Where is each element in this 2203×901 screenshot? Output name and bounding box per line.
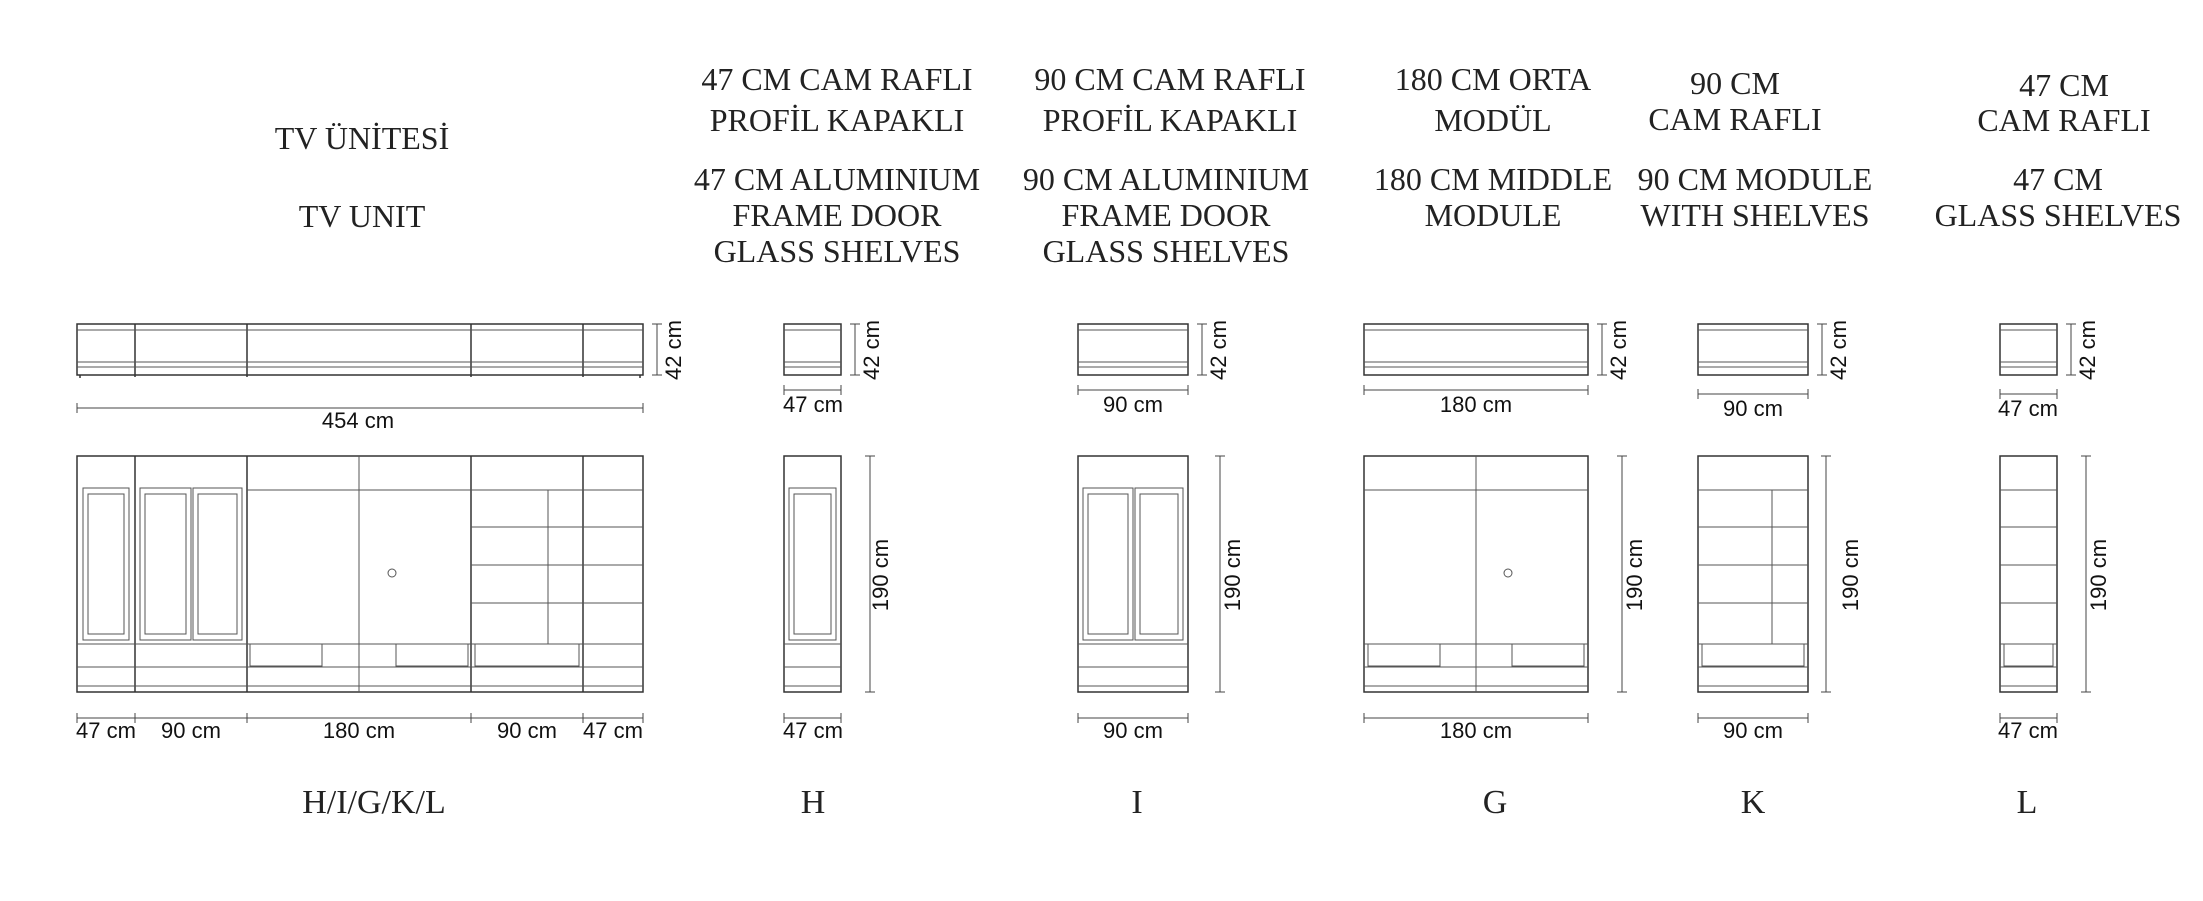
code-h: H bbox=[801, 784, 826, 821]
title-g-en-2: MODULE bbox=[1425, 197, 1562, 233]
titles: TV ÜNİTESİ TV UNIT 47 CM CAM RAFLI PROFİ… bbox=[275, 61, 2182, 269]
seg-width-3: 180 cm bbox=[323, 718, 395, 743]
seg-width-2: 90 cm bbox=[161, 718, 221, 743]
title-g-tr-2: MODÜL bbox=[1434, 102, 1551, 138]
front-view-g bbox=[1363, 455, 1589, 693]
front-width-i: 90 cm bbox=[1103, 718, 1163, 743]
title-g-tr-1: 180 CM ORTA bbox=[1395, 61, 1591, 97]
code-g: G bbox=[1483, 784, 1508, 821]
title-k-en-2: WITH SHELVES bbox=[1640, 197, 1869, 233]
top-width-i: 90 cm bbox=[1103, 392, 1163, 417]
top-width-h: 47 cm bbox=[783, 392, 843, 417]
seg-width-5: 47 cm bbox=[583, 718, 643, 743]
height-dimensions: 190 cm 190 cm 190 cm 190 cm 190 cm bbox=[865, 455, 2111, 693]
top-width-dimensions: 454 cm 47 cm 90 cm 180 cm 90 cm 47 cm bbox=[76, 385, 2058, 433]
title-l-en-2: GLASS SHELVES bbox=[1935, 197, 2182, 233]
front-view-i bbox=[1077, 455, 1189, 693]
height-label-k: 190 cm bbox=[1838, 539, 1863, 611]
height-label-g: 190 cm bbox=[1622, 539, 1647, 611]
title-i-tr-1: 90 CM CAM RAFLI bbox=[1034, 61, 1305, 97]
depth-dimensions: 42 cm 42 cm 42 cm 42 cm 42 cm 42 cm bbox=[652, 320, 2100, 380]
total-width-label: 454 cm bbox=[322, 408, 394, 433]
title-l-tr-1: 47 CM bbox=[2019, 67, 2109, 103]
top-view-h bbox=[783, 323, 842, 376]
front-view-l bbox=[1999, 455, 2058, 693]
depth-label-i: 42 cm bbox=[1206, 320, 1231, 380]
title-l-en-1: 47 CM bbox=[2013, 161, 2103, 197]
front-view-h bbox=[783, 455, 842, 693]
top-view-i bbox=[1077, 323, 1189, 376]
depth-label-k: 42 cm bbox=[1826, 320, 1851, 380]
title-k-en-1: 90 CM MODULE bbox=[1638, 161, 1873, 197]
title-tv-tr: TV ÜNİTESİ bbox=[275, 120, 450, 156]
depth-label-tv: 42 cm bbox=[661, 320, 686, 380]
title-h-en-3: GLASS SHELVES bbox=[714, 233, 961, 269]
depth-label-g: 42 cm bbox=[1606, 320, 1631, 380]
seg-width-1: 47 cm bbox=[76, 718, 136, 743]
height-label-l: 190 cm bbox=[2086, 539, 2111, 611]
module-codes: H/I/G/K/L H I G K L bbox=[302, 784, 2037, 821]
title-i-en-2: FRAME DOOR bbox=[1062, 197, 1272, 233]
front-width-g: 180 cm bbox=[1440, 718, 1512, 743]
top-width-g: 180 cm bbox=[1440, 392, 1512, 417]
front-width-l: 47 cm bbox=[1998, 718, 2058, 743]
title-h-en-2: FRAME DOOR bbox=[733, 197, 943, 233]
code-i: I bbox=[1131, 784, 1142, 821]
front-width-h: 47 cm bbox=[783, 718, 843, 743]
front-width-dimensions: 47 cm 90 cm 180 cm 90 cm 47 cm 47 cm 90 … bbox=[76, 713, 2058, 743]
depth-label-h: 42 cm bbox=[859, 320, 884, 380]
front-width-k: 90 cm bbox=[1723, 718, 1783, 743]
height-label-h: 190 cm bbox=[868, 539, 893, 611]
title-g-en-1: 180 CM MIDDLE bbox=[1374, 161, 1612, 197]
front-view-k bbox=[1697, 455, 1809, 693]
code-l: L bbox=[2017, 784, 2038, 821]
title-h-tr-1: 47 CM CAM RAFLI bbox=[701, 61, 972, 97]
depth-label-l: 42 cm bbox=[2075, 320, 2100, 380]
title-h-tr-2: PROFİL KAPAKLI bbox=[710, 102, 965, 138]
title-k-tr-1: 90 CM bbox=[1690, 65, 1780, 101]
title-k-tr-2: CAM RAFLI bbox=[1648, 101, 1821, 137]
height-label-i: 190 cm bbox=[1220, 539, 1245, 611]
top-width-l: 47 cm bbox=[1998, 396, 2058, 421]
title-i-tr-2: PROFİL KAPAKLI bbox=[1043, 102, 1298, 138]
top-view-k bbox=[1697, 323, 1809, 376]
title-h-en-1: 47 CM ALUMINIUM bbox=[694, 161, 980, 197]
top-view-tv-unit bbox=[76, 323, 644, 378]
seg-width-4: 90 cm bbox=[497, 718, 557, 743]
title-tv-en: TV UNIT bbox=[299, 198, 426, 234]
title-i-en-3: GLASS SHELVES bbox=[1043, 233, 1290, 269]
title-i-en-1: 90 CM ALUMINIUM bbox=[1023, 161, 1309, 197]
code-k: K bbox=[1741, 784, 1766, 821]
title-l-tr-2: CAM RAFLI bbox=[1977, 102, 2150, 138]
code-tv: H/I/G/K/L bbox=[302, 784, 446, 821]
top-view-g bbox=[1363, 323, 1589, 376]
top-view-l bbox=[1999, 323, 2058, 376]
front-view-tv-unit bbox=[76, 455, 644, 693]
top-width-k: 90 cm bbox=[1723, 396, 1783, 421]
